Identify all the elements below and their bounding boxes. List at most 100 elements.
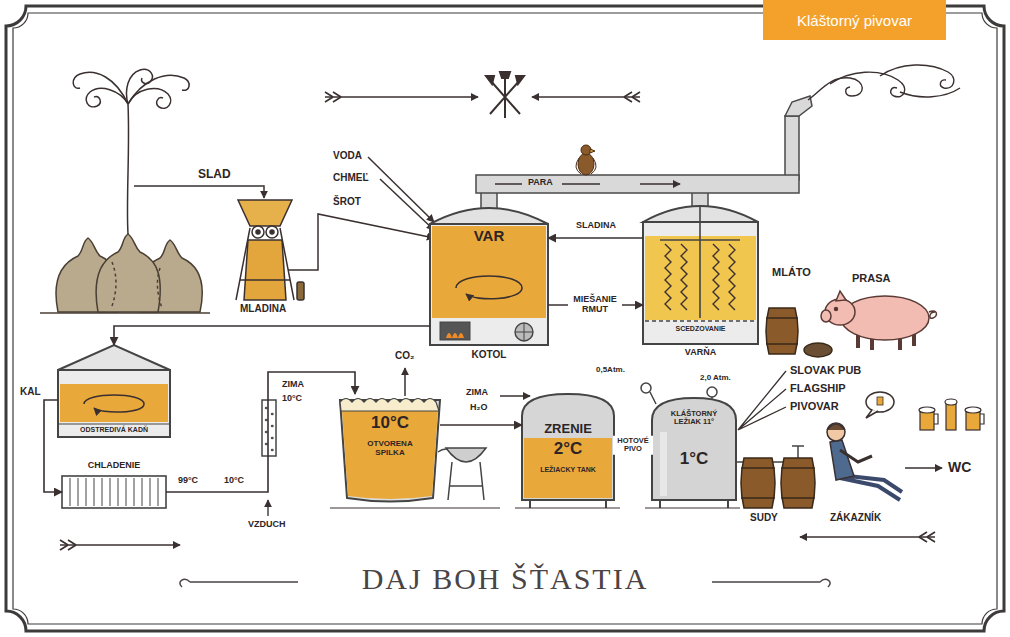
flow-connector	[548, 237, 643, 239]
beer-glasses	[980, 414, 984, 424]
brew-kettle	[440, 322, 470, 340]
whirlpool-tank	[84, 395, 144, 412]
destination-label: WC	[948, 460, 971, 475]
bottom-arrows	[800, 536, 935, 538]
lagering-tank	[524, 438, 612, 498]
spent-grain-barrel	[766, 308, 832, 357]
water-label: H₂O	[470, 403, 488, 413]
lagering-tank	[522, 394, 614, 508]
customer-figure	[827, 424, 845, 430]
malt-flourish	[73, 72, 128, 104]
ingredient-arrows	[380, 179, 434, 230]
vessel-label: CHLADENIE	[88, 461, 141, 471]
brew-kettle: VARKOTOL	[430, 200, 548, 345]
serving-tank	[660, 500, 728, 508]
malt-flourish	[128, 89, 171, 109]
spent-grain-barrel	[766, 308, 798, 354]
byproduct-label: MLÁTO	[772, 266, 811, 278]
aeration-column	[262, 400, 276, 516]
lauter-tun: SCEDZOVANIEVARŇA	[643, 198, 758, 345]
destination-label: SLOVAK PUB	[790, 364, 861, 376]
brew-kettle	[432, 226, 546, 318]
flow-connector	[114, 326, 430, 345]
customer-label: ZÁKAZNÍK	[830, 512, 881, 523]
vessel-label: 1°C	[680, 450, 709, 469]
customer-figure	[827, 423, 845, 441]
distribution-lines	[738, 371, 786, 430]
grain-mill	[244, 240, 286, 300]
malt-flourish	[86, 88, 128, 106]
edge-label: HOTOVÉ PIVO	[613, 436, 653, 455]
kegs	[781, 458, 815, 508]
steam-label: PARA	[528, 178, 553, 188]
grain-mill	[266, 226, 278, 238]
customer-figure	[830, 440, 854, 480]
ingredient-arrows	[288, 214, 434, 270]
steam-pipe	[785, 116, 799, 180]
grain-mill	[256, 230, 260, 234]
grain-mill	[238, 200, 292, 226]
material-label: SLAD	[198, 168, 231, 181]
wort-cooler: CHLADENIE	[62, 476, 166, 508]
steam-swirl	[808, 65, 960, 100]
fermentation-vat	[340, 400, 440, 502]
brew-kettle	[515, 323, 533, 341]
beer-glasses	[919, 407, 935, 413]
lauter-tun	[713, 244, 719, 310]
bottom-arrows	[60, 540, 76, 550]
malt-sacks	[40, 234, 210, 313]
pressure-label: 0,5Atm.	[596, 366, 625, 375]
customer-figure	[866, 410, 878, 418]
lagering-tank	[530, 500, 606, 508]
pig-illustration	[821, 310, 831, 322]
gas-label: CO₂	[395, 350, 414, 361]
malt-sacks	[96, 234, 160, 312]
flow-connector	[44, 400, 62, 492]
pressure-label: 2,0 Atm.	[700, 374, 731, 383]
edge-label: MIEŠANIE RMUT	[568, 294, 622, 316]
grain-mill	[236, 200, 304, 300]
sieve-bowl	[446, 448, 486, 462]
hawk-figure	[590, 149, 595, 153]
steam-pipe	[495, 183, 680, 185]
hawk-figure	[578, 153, 594, 175]
aeration-column	[262, 400, 276, 456]
motto-caption: DAJ BOH ŠŤASTIA	[0, 562, 1010, 595]
distribution-lines	[738, 371, 786, 430]
top-arrows	[325, 92, 341, 102]
spent-grain-barrel	[804, 343, 832, 357]
process-label: MLADINA	[240, 303, 286, 314]
pig-illustration	[929, 311, 936, 318]
malt-flourish	[127, 104, 128, 234]
lauter-tun	[729, 244, 735, 310]
sieve-bowl	[448, 462, 484, 500]
whirlpool-tank	[58, 345, 170, 370]
lauter-tun	[643, 206, 758, 344]
crossed-tools	[486, 72, 524, 118]
caption-rules	[180, 579, 298, 587]
kegs	[741, 468, 815, 498]
wc-arrow	[905, 467, 942, 469]
temperature-label: 10°C	[224, 476, 244, 486]
malt-flourish	[73, 69, 189, 234]
decorative-frame	[6, 6, 1004, 631]
title-tag: Kláštorný pivovar	[763, 0, 946, 40]
pressure-gauges	[641, 383, 651, 393]
customer-figure	[840, 476, 902, 500]
whirlpool-tank: ODSTREDIVÁ KADŇ	[58, 345, 170, 437]
customer-figure	[866, 392, 894, 412]
fermentation-vat	[342, 410, 438, 499]
lauter-tun	[645, 320, 756, 321]
brew-kettle	[430, 224, 548, 345]
connector-part	[44, 238, 652, 492]
steam-swirl	[830, 72, 905, 97]
air-label: VZDUCH	[248, 520, 286, 530]
vessel-label: ODSTREDIVÁ KADŇ	[80, 426, 148, 434]
grain-mill	[297, 282, 304, 300]
co2-arrow	[404, 368, 406, 396]
serving-tank	[660, 432, 667, 496]
top-arrows	[325, 96, 478, 98]
vessel-label: ZRENIE	[544, 422, 592, 436]
process-label: ZIMA	[282, 380, 304, 390]
